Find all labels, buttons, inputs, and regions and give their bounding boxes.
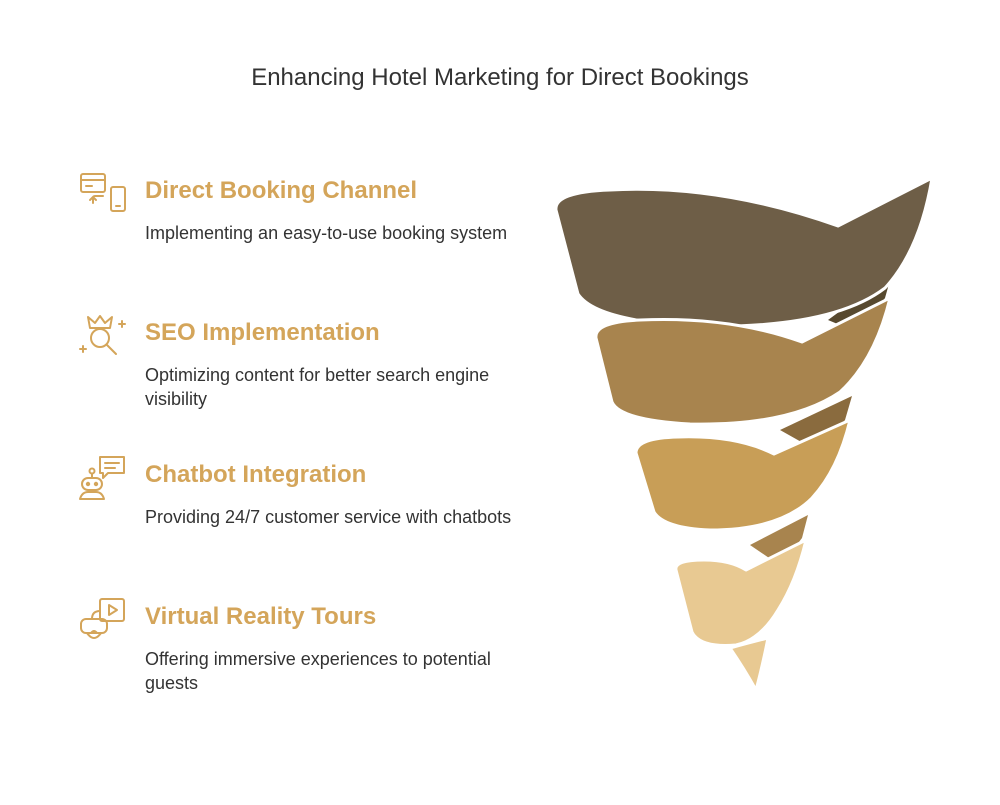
spiral-funnel-graphic bbox=[554, 176, 934, 692]
funnel-layer-4 bbox=[674, 538, 808, 647]
item-description: Implementing an easy-to-use booking syst… bbox=[145, 223, 508, 243]
item-heading: Chatbot Integration bbox=[145, 461, 367, 488]
item-description: Offering immersive experiences to potent… bbox=[145, 649, 491, 693]
funnel-back-ribbon-3 bbox=[750, 515, 808, 560]
funnel-back-ribbon-2 bbox=[780, 396, 852, 448]
chatbot-icon bbox=[79, 456, 125, 500]
item-description: Providing 24/7 customer service with cha… bbox=[145, 507, 512, 527]
item-description: Optimizing content for better search eng… bbox=[145, 365, 490, 409]
vr-headset-icon bbox=[80, 598, 125, 639]
item-heading: Direct Booking Channel bbox=[145, 177, 418, 204]
item-heading: SEO Implementation bbox=[145, 319, 380, 346]
crown-search-icon bbox=[79, 315, 126, 355]
funnel-layer-3 bbox=[634, 418, 852, 532]
card-to-phone-icon bbox=[80, 173, 126, 212]
funnel-tip bbox=[728, 636, 770, 692]
item-heading: Virtual Reality Tours bbox=[145, 603, 377, 630]
funnel-layer-2 bbox=[594, 296, 892, 426]
page-title: Enhancing Hotel Marketing for Direct Boo… bbox=[251, 64, 749, 91]
